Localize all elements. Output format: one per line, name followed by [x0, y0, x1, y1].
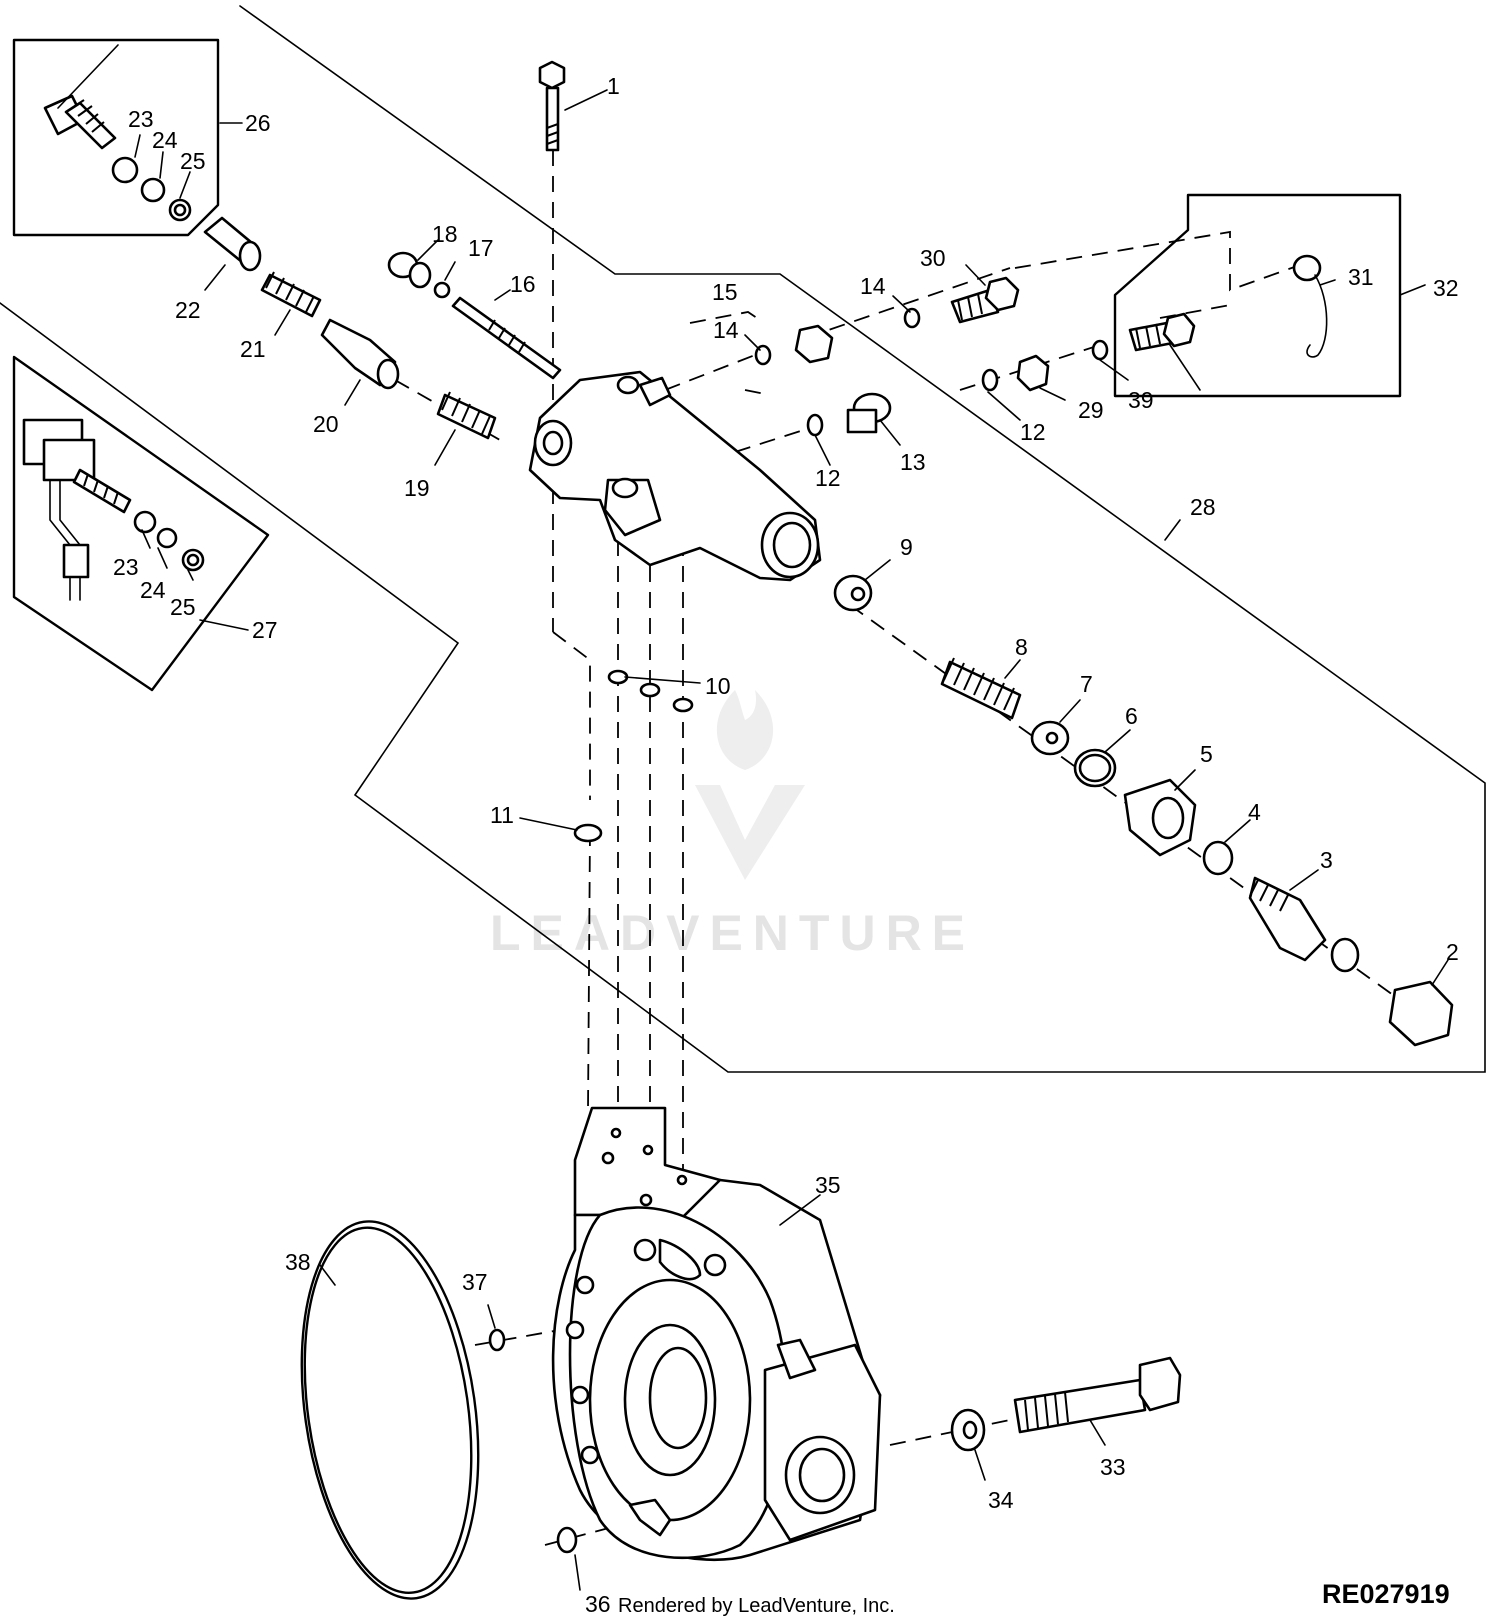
bracket-15b: [744, 389, 771, 396]
callout-1: 1: [607, 73, 620, 99]
callout-15: 15: [712, 279, 738, 305]
watermark-v-icon: [695, 785, 805, 880]
callout-32: 32: [1433, 275, 1459, 301]
parts-19-22-spool: [203, 216, 497, 440]
callout-2: 2: [1446, 939, 1459, 965]
part-26-plug: [43, 44, 192, 222]
callout-25b: 25: [170, 594, 196, 620]
callout-8: 8: [1015, 634, 1028, 660]
callout-24b: 24: [140, 577, 166, 603]
callout-29: 29: [1078, 397, 1104, 423]
callouts: 1 2 3 4 5 6 7 8 9 10 11 12 12 13 14 14 1…: [113, 73, 1459, 1617]
fittings-12-15-29-31: [754, 254, 1328, 437]
callout-31: 31: [1348, 264, 1374, 290]
callout-24a: 24: [152, 127, 178, 153]
callout-12a: 12: [815, 465, 841, 491]
callout-28: 28: [1190, 494, 1216, 520]
parts-2-9-relief: [833, 574, 1454, 1047]
valve-body: [528, 370, 822, 582]
callout-30: 30: [920, 245, 946, 271]
part-1-bolt: [538, 60, 566, 152]
callout-36: 36: [585, 1591, 611, 1617]
callout-20: 20: [313, 411, 339, 437]
watermark: LEADVENTURE: [490, 690, 975, 961]
inset-box-32: [1113, 193, 1402, 398]
leader-lines: [134, 89, 1449, 1591]
callout-4: 4: [1248, 799, 1261, 825]
callout-11: 11: [490, 802, 514, 828]
callout-5: 5: [1200, 741, 1213, 767]
callout-16: 16: [510, 271, 536, 297]
part-35-housing: [551, 1106, 882, 1562]
parts-33-34-bolt: [950, 1356, 1182, 1452]
callout-21: 21: [240, 336, 266, 362]
credit-text: Rendered by LeadVenture, Inc.: [618, 1595, 895, 1617]
callout-25a: 25: [180, 148, 206, 174]
callout-6: 6: [1125, 703, 1138, 729]
watermark-text: LEADVENTURE: [490, 905, 975, 961]
callout-13: 13: [900, 449, 926, 475]
callout-35: 35: [815, 1172, 841, 1198]
part-27-solenoid: [22, 418, 205, 601]
callout-33: 33: [1100, 1454, 1126, 1480]
callout-12b: 12: [1020, 419, 1046, 445]
inset-box-26: [12, 38, 220, 237]
callout-37: 37: [462, 1269, 488, 1295]
bracket-15: [689, 311, 761, 324]
callout-14b: 14: [713, 317, 739, 343]
callout-39: 39: [1128, 387, 1154, 413]
callout-17: 17: [468, 235, 494, 261]
parts-10-11-orings: [573, 669, 694, 843]
callout-3: 3: [1320, 847, 1333, 873]
callout-14a: 14: [860, 273, 886, 299]
callout-9: 9: [900, 534, 913, 560]
assembly-outline-28: [0, 5, 1486, 1073]
callout-38: 38: [285, 1249, 311, 1275]
parts-16-18: [387, 251, 562, 380]
callout-7: 7: [1080, 671, 1093, 697]
callout-26: 26: [245, 110, 271, 136]
callout-23a: 23: [128, 106, 154, 132]
callout-34: 34: [988, 1487, 1014, 1513]
parts-36-38-seals: [300, 1220, 578, 1600]
callout-23b: 23: [113, 554, 139, 580]
callout-22: 22: [175, 297, 201, 323]
callout-19: 19: [404, 475, 430, 501]
reference-code: RE027919: [1322, 1579, 1450, 1609]
inset-box-27: [12, 355, 270, 692]
callout-27: 27: [252, 617, 278, 643]
callout-10: 10: [705, 673, 731, 699]
callout-18: 18: [432, 221, 458, 247]
watermark-flame-icon: [716, 690, 774, 770]
